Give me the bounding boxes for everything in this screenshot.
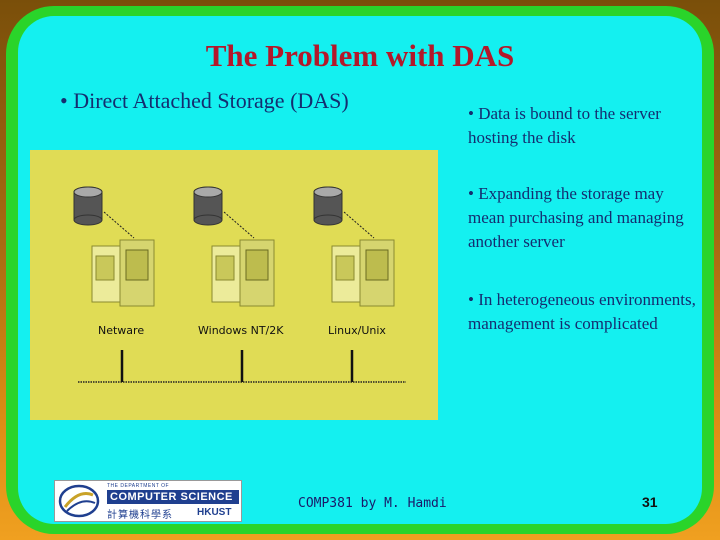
logo-hkust-text: HKUST [197, 507, 232, 518]
das-diagram-graphic [73, 186, 406, 383]
das-group-2 [193, 186, 275, 382]
logo-department-text: THE DEPARTMENT OF [107, 483, 170, 489]
disk-icon [193, 186, 223, 226]
disk-icon [313, 186, 343, 226]
slide-canvas: The Problem with DAS • Direct Attached S… [18, 16, 702, 524]
das-group-1 [73, 186, 155, 382]
logo-computer-science: COMPUTER SCIENCE [107, 490, 239, 504]
slide-title: The Problem with DAS [205, 38, 515, 73]
bullet-expanding-storage: • Expanding the storage may mean purchas… [468, 184, 684, 251]
server-icon [91, 239, 155, 307]
das-group-3 [313, 186, 395, 382]
footer-author: COMP381 by M. Hamdi [298, 496, 447, 511]
disk-link [343, 211, 375, 239]
server-label-windows: Windows NT/2K [198, 324, 284, 337]
server-label-linux: Linux/Unix [328, 324, 386, 337]
department-logo: THE DEPARTMENT OF COMPUTER SCIENCE 計算機科學… [54, 480, 242, 522]
emblem-icon [58, 484, 100, 518]
logo-chinese-text: 計算機科學系 [107, 510, 173, 521]
bullet-heterogeneous: • In heterogeneous environments, managem… [468, 290, 696, 333]
server-icon [211, 239, 275, 307]
disk-icon [73, 186, 103, 226]
server-label-netware: Netware [98, 324, 145, 337]
slide-subtitle: • Direct Attached Storage (DAS) [60, 88, 349, 113]
disk-link [103, 211, 135, 239]
server-icon [331, 239, 395, 307]
page-number: 31 [642, 494, 658, 510]
disk-link [223, 211, 255, 239]
das-diagram: Netware Windows NT/2K Linux/Unix [30, 150, 438, 420]
bullet-data-bound: • Data is bound to the server hosting th… [468, 104, 661, 147]
